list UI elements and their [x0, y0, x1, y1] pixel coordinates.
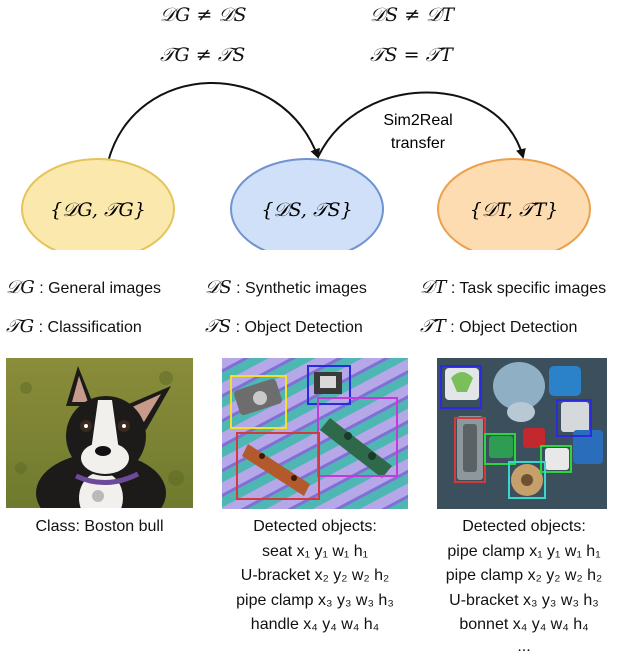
synthetic-detection-item: pipe clamp x₃ y₃ w₃ h₃ [236, 591, 394, 609]
synthetic-detection-item: seat x₁ y₁ w₁ h₁ [261, 542, 369, 560]
synthetic-detection-item: U-bracket x₂ y₂ w₂ h₂ [240, 567, 390, 584]
target-detection-item: pipe clamp x₁ y₁ w₁ h₁ [447, 542, 601, 560]
target-detection-item: pipe clamp x₂ y₂ w₂ h₂ [445, 567, 603, 584]
node-general-ellipse [21, 158, 175, 250]
target-box-white-part [540, 445, 572, 473]
task-specific-image [437, 358, 607, 509]
def-general-domain-text: : General images [34, 280, 162, 297]
synthetic-detection-item: handle x₄ y₄ w₄ h₄ [250, 616, 380, 633]
def-synthetic-task-text: : Object Detection [231, 319, 363, 336]
def-target-task: 𝒯T : Object Detection [420, 316, 577, 337]
def-target-task-text: : Object Detection [445, 319, 578, 336]
arrow-synthetic-to-target [317, 91, 526, 159]
def-general-task-text: : Classification [34, 319, 142, 336]
general-image-caption: Class: Boston bull [35, 518, 164, 535]
def-target-domain: 𝒟T : Task specific images [420, 277, 606, 298]
node-synthetic-ellipse [230, 158, 384, 250]
node-general-label: {𝒟G, 𝒯G} [50, 199, 146, 221]
arrow-general-to-synthetic [107, 82, 320, 163]
relation-task-general-synthetic: 𝒯G ≠ 𝒯S [160, 44, 246, 66]
def-general-task-symbol: 𝒯G [6, 316, 35, 337]
synthetic-detections-title: Detected objects: [253, 518, 377, 535]
target-detection-ellipsis: ... [517, 637, 531, 655]
def-synthetic-task: 𝒯S : Object Detection [205, 316, 363, 337]
target-detections-title: Detected objects: [462, 518, 586, 535]
def-general-task: 𝒯G : Classification [6, 316, 142, 337]
synthetic-box-u-bracket [307, 365, 351, 405]
relation-domain-synthetic-target: 𝒟S ≠ 𝒟T [370, 4, 455, 26]
def-synthetic-domain-symbol: 𝒟S [205, 277, 232, 298]
def-general-domain-symbol: 𝒟G [6, 277, 35, 298]
def-synthetic-domain-text: : Synthetic images [231, 280, 367, 297]
target-box-u-bracket [556, 399, 592, 437]
node-synthetic-label: {𝒟S, 𝒯S} [261, 199, 352, 221]
relation-task-synthetic-target: 𝒯S = 𝒯T [370, 44, 453, 66]
target-box-green [484, 433, 516, 465]
synthetic-box-handle [236, 432, 320, 500]
target-box-bonnet [508, 461, 546, 499]
def-synthetic-task-symbol: 𝒯S [205, 316, 232, 337]
def-target-domain-text: : Task specific images [446, 280, 607, 297]
sim2real-label-line2: transfer [391, 135, 446, 152]
target-detections: Detected objects: pipe clamp x₁ y₁ w₁ h₁… [418, 515, 630, 656]
def-general-domain: 𝒟G : General images [6, 277, 161, 298]
synthetic-detections: Detected objects: seat x₁ y₁ w₁ h₁ U-bra… [212, 515, 418, 638]
node-target-ellipse [437, 158, 591, 250]
sim2real-label-line1: Sim2Real [383, 112, 452, 129]
def-target-task-symbol: 𝒯T [420, 316, 446, 337]
target-detection-item: U-bracket x₃ y₃ w₃ h₃ [449, 591, 599, 609]
def-target-domain-symbol: 𝒟T [420, 277, 447, 298]
node-target-label: {𝒟T, 𝒯T} [470, 199, 559, 221]
relation-domain-general-synthetic: 𝒟G ≠ 𝒟S [160, 4, 247, 26]
target-box-pipe-clamp-1 [440, 365, 482, 409]
synthetic-image [222, 358, 408, 509]
def-synthetic-domain: 𝒟S : Synthetic images [205, 277, 367, 298]
transfer-diagram: {𝒟G, 𝒯G} {𝒟S, 𝒯S} {𝒟T, 𝒯T} Sim2Real tran… [21, 82, 591, 250]
target-detection-item: bonnet x₄ y₄ w₄ h₄ [459, 616, 589, 633]
synthetic-box-seat [230, 375, 287, 429]
general-image-dog [6, 358, 193, 508]
